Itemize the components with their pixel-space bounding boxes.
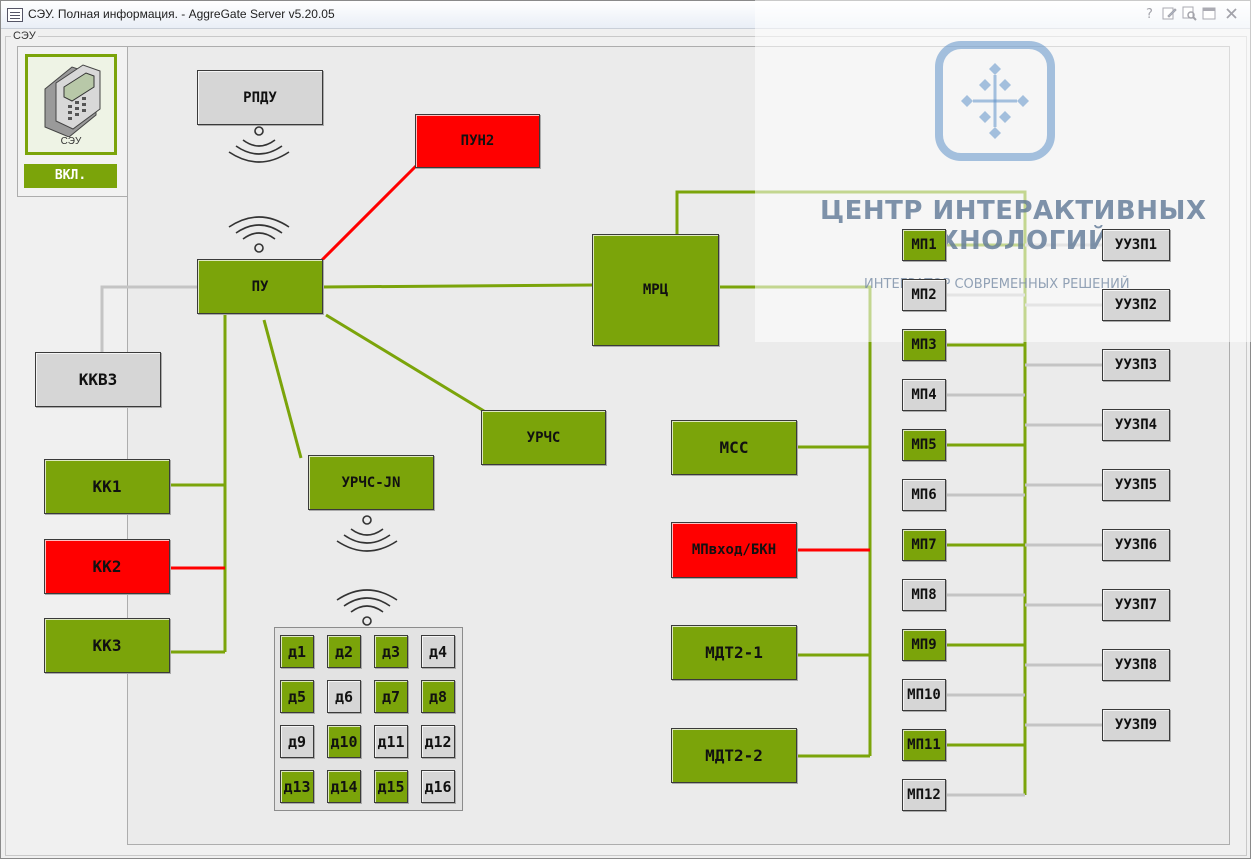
node-mp5[interactable]: МП5 xyxy=(902,429,946,461)
company-logo-icon xyxy=(935,41,1055,161)
node-kk1[interactable]: КК1 xyxy=(44,459,170,514)
link-pu-kkvz xyxy=(100,285,200,353)
group-frame xyxy=(5,36,1247,856)
sensor-10[interactable]: д10 xyxy=(327,725,361,758)
sensor-15[interactable]: д15 xyxy=(374,770,408,803)
node-mp6[interactable]: МП6 xyxy=(902,479,946,511)
sensor-5[interactable]: д5 xyxy=(280,680,314,713)
device-panel: СЭУ ВКЛ. xyxy=(17,46,128,197)
node-uuzp1[interactable]: УУЗП1 xyxy=(1102,229,1170,261)
sensor-11[interactable]: д11 xyxy=(374,725,408,758)
node-urchs-jn[interactable]: УРЧС-JN xyxy=(308,455,434,510)
device-status-badge: ВКЛ. xyxy=(24,164,117,188)
node-urchs[interactable]: УРЧС xyxy=(481,410,606,465)
node-mrc[interactable]: МРЦ xyxy=(592,234,719,346)
sensor-6[interactable]: д6 xyxy=(327,680,361,713)
node-uuzp8[interactable]: УУЗП8 xyxy=(1102,649,1170,681)
node-mdt2-1[interactable]: МДТ2-1 xyxy=(671,625,797,680)
node-uuzp2[interactable]: УУЗП2 xyxy=(1102,289,1170,321)
node-uuzp5[interactable]: УУЗП5 xyxy=(1102,469,1170,501)
node-mp9[interactable]: МП9 xyxy=(902,629,946,661)
node-pun2[interactable]: ПУН2 xyxy=(415,114,540,168)
radio-signal-icon xyxy=(336,515,398,552)
sensor-9[interactable]: д9 xyxy=(280,725,314,758)
node-mdt2-2[interactable]: МДТ2-2 xyxy=(671,728,797,783)
sensor-1[interactable]: д1 xyxy=(280,635,314,668)
node-mp3[interactable]: МП3 xyxy=(902,329,946,361)
node-mpvhod[interactable]: МПвход/БКН xyxy=(671,522,797,578)
node-kk3[interactable]: КК3 xyxy=(44,618,170,673)
node-uuzp9[interactable]: УУЗП9 xyxy=(1102,709,1170,741)
sensor-14[interactable]: д14 xyxy=(327,770,361,803)
node-uuzp3[interactable]: УУЗП3 xyxy=(1102,349,1170,381)
link-pu-pun2 xyxy=(318,164,418,264)
link-pu-urchs xyxy=(325,313,485,413)
node-mss[interactable]: МСС xyxy=(671,420,797,475)
node-mp11[interactable]: МП11 xyxy=(902,729,946,761)
group-legend: СЭУ xyxy=(11,30,38,42)
watermark-overlay xyxy=(755,0,1251,342)
node-uuzp4[interactable]: УУЗП4 xyxy=(1102,409,1170,441)
node-kk2[interactable]: КК2 xyxy=(44,539,170,594)
sensor-8[interactable]: д8 xyxy=(421,680,455,713)
radio-signal-icon xyxy=(336,589,398,626)
device-caption: СЭУ xyxy=(60,136,82,147)
link-pu-mrc xyxy=(321,283,595,289)
node-mp12[interactable]: МП12 xyxy=(902,779,946,811)
sensor-12[interactable]: д12 xyxy=(421,725,455,758)
node-mp8[interactable]: МП8 xyxy=(902,579,946,611)
node-mp2[interactable]: МП2 xyxy=(902,279,946,311)
radio-signal-icon xyxy=(228,126,290,163)
node-mp4[interactable]: МП4 xyxy=(902,379,946,411)
radio-signal-icon xyxy=(228,216,290,253)
sensor-7[interactable]: д7 xyxy=(374,680,408,713)
window-title: СЭУ. Полная информация. - AggreGate Serv… xyxy=(28,7,335,21)
sensor-16[interactable]: д16 xyxy=(421,770,455,803)
node-rpdu[interactable]: РПДУ xyxy=(197,70,323,125)
link-pu-urchs-jn xyxy=(262,319,303,459)
sensor-grid: д1 д2 д3 д4 д5 д6 д7 д8 д9 д10 д11 д12 д13 д14 д15 д16 xyxy=(274,627,463,811)
node-uuzp6[interactable]: УУЗП6 xyxy=(1102,529,1170,561)
window-icon xyxy=(7,8,23,22)
sensor-3[interactable]: д3 xyxy=(374,635,408,668)
controller-icon xyxy=(44,64,101,137)
node-mp1[interactable]: МП1 xyxy=(902,229,946,261)
node-mp7[interactable]: МП7 xyxy=(902,529,946,561)
node-uuzp7[interactable]: УУЗП7 xyxy=(1102,589,1170,621)
sensor-4[interactable]: д4 xyxy=(421,635,455,668)
node-mp10[interactable]: МП10 xyxy=(902,679,946,711)
watermark-title: ЦЕНТР ИНТЕРАКТИВНЫХ xyxy=(820,196,1207,226)
sensor-13[interactable]: д13 xyxy=(280,770,314,803)
device-tile[interactable]: СЭУ xyxy=(25,54,117,155)
sensor-2[interactable]: д2 xyxy=(327,635,361,668)
node-kkvz[interactable]: ККВЗ xyxy=(35,352,161,407)
node-pu[interactable]: ПУ xyxy=(197,259,323,314)
